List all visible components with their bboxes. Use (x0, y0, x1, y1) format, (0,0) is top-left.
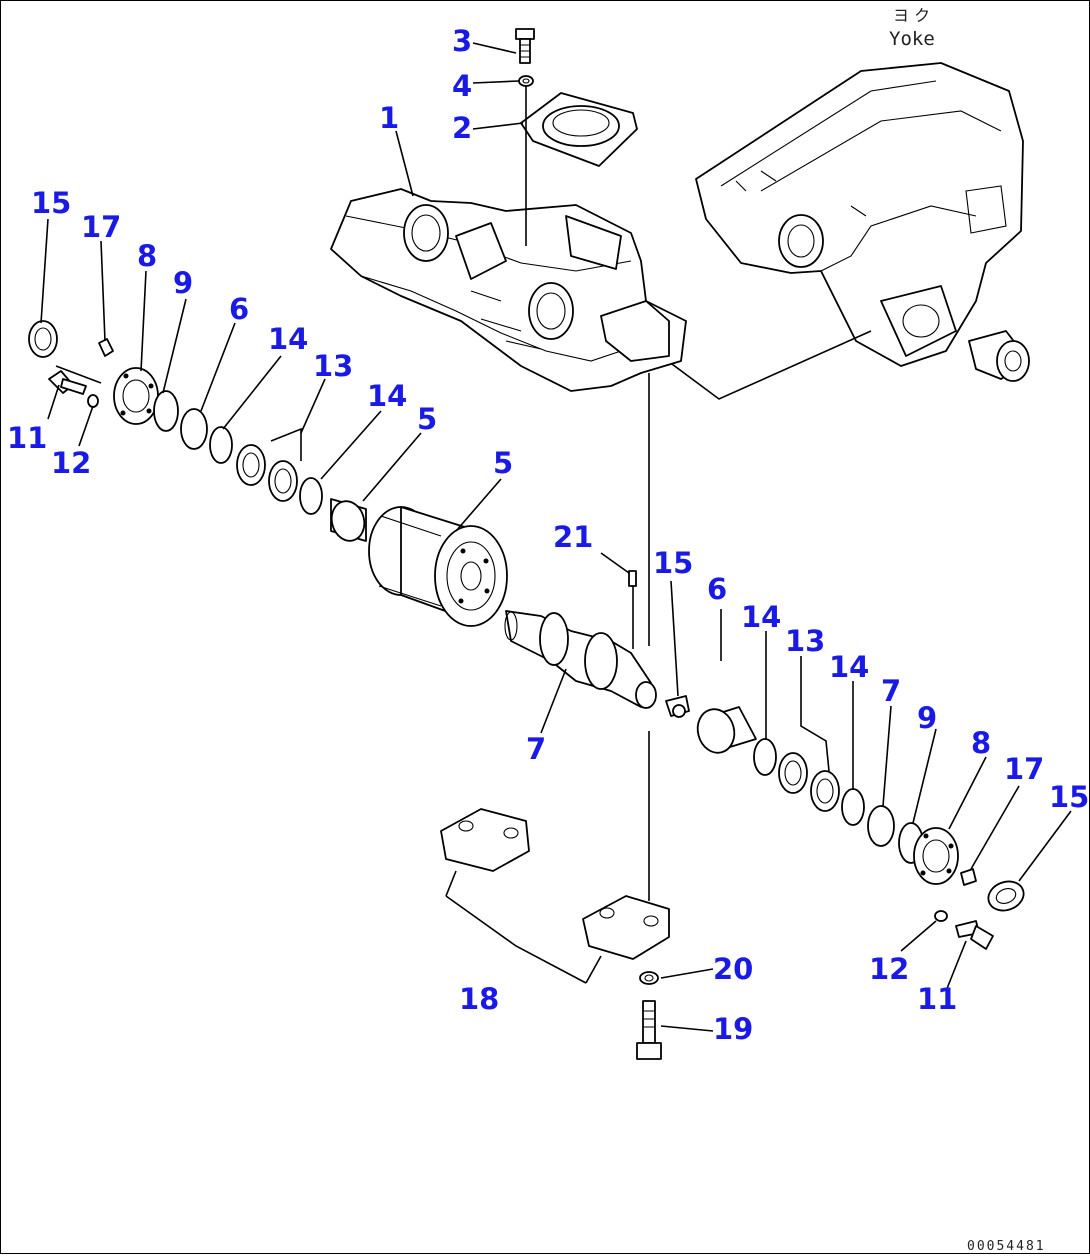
drawing-number: 00054481 (967, 1239, 1046, 1254)
ring-part-8-left (180, 408, 208, 450)
part-label-10-left: 9 (173, 266, 193, 300)
ring-part-8-right (867, 805, 895, 847)
part-label-14-left-a: 14 (268, 322, 308, 356)
pin-part-17-right (960, 868, 977, 886)
bracket-leader-tick-b (585, 955, 602, 984)
part-label-6-left: 5 (417, 402, 437, 436)
washer-part-12-left (87, 394, 99, 408)
bracket-part-18-lower (582, 895, 670, 960)
o-ring-part-10-left (153, 390, 179, 432)
seal-part-13-right (778, 752, 840, 812)
bolt-part-3 (515, 28, 535, 64)
collar-part-9-left (113, 367, 159, 425)
washer-part-4 (518, 75, 534, 87)
o-ring-part-14-right-a (753, 738, 777, 776)
o-ring-part-14-left-b (299, 477, 323, 515)
bushing-part-6-left (330, 498, 367, 542)
part-label-12-left: 12 (51, 446, 91, 480)
part-label-14-right-a: 14 (741, 600, 781, 634)
part-label-10-right: 9 (917, 701, 937, 735)
part-label-15-right: 15 (1049, 780, 1089, 814)
part-label-21: 21 (553, 520, 593, 554)
part-label-16: 15 (653, 546, 693, 580)
cover-plate-part (520, 92, 638, 167)
part-label-12-right: 12 (869, 952, 909, 986)
roller-frame-part (330, 188, 687, 392)
part-label-8-right: 7 (881, 674, 901, 708)
label-leader-lines (40, 42, 1072, 1032)
yoke-english-label: Yoke (889, 28, 935, 50)
yoke-japanese-label: ヨ ク (893, 6, 930, 25)
part-label-7: 7 (526, 732, 546, 766)
shaft-part-7 (504, 610, 657, 709)
plug-part-16 (665, 695, 690, 718)
part-label-19: 19 (713, 1012, 753, 1046)
part-label-17-right: 17 (1004, 752, 1044, 786)
part-label-15-left: 15 (31, 186, 71, 220)
part-label-4: 4 (452, 69, 472, 103)
washer-part-12-right (934, 910, 948, 922)
part-label-18: 18 (459, 982, 499, 1016)
collar-part-9-right (913, 827, 959, 885)
part-label-9-left: 8 (137, 239, 157, 273)
part-label-13-right: 13 (785, 624, 825, 658)
part-label-13-left: 13 (313, 349, 353, 383)
part-label-11-left: 11 (7, 421, 47, 455)
part-label-17-left: 17 (81, 210, 121, 244)
yoke-part (695, 62, 1030, 382)
bracket-leader-line (445, 895, 587, 984)
pin-part-17-left (98, 338, 114, 357)
part-label-9-right: 8 (971, 726, 991, 760)
part-label-14-left-b: 14 (367, 379, 407, 413)
part-label-8-left: 6 (229, 292, 249, 326)
part-label-11-right: 11 (917, 982, 957, 1016)
o-ring-part-14-left-a (209, 426, 233, 464)
pin-part-21 (628, 570, 637, 587)
part-label-20: 20 (713, 952, 753, 986)
part-label-3: 3 (452, 24, 472, 58)
seal-part-15-right (987, 880, 1025, 912)
part-label-14-right-b: 14 (829, 650, 869, 684)
part-label-6-right: 6 (707, 572, 727, 606)
part-label-1: 1 (379, 101, 399, 135)
roller-part-5 (368, 506, 508, 627)
part-label-5: 5 (493, 446, 513, 480)
seal-part-15-left (28, 320, 58, 358)
part-label-2: 2 (452, 111, 472, 145)
o-ring-part-14-right-b (841, 788, 865, 826)
bolt-part-19 (636, 1000, 662, 1060)
bracket-part-18-upper (440, 808, 530, 872)
bushing-part-6-right (696, 706, 757, 754)
bolt-part-11-right (955, 920, 994, 950)
washer-part-20 (639, 971, 659, 985)
bracket-leader-tick-a (445, 870, 457, 897)
seal-part-13-left (236, 444, 298, 502)
